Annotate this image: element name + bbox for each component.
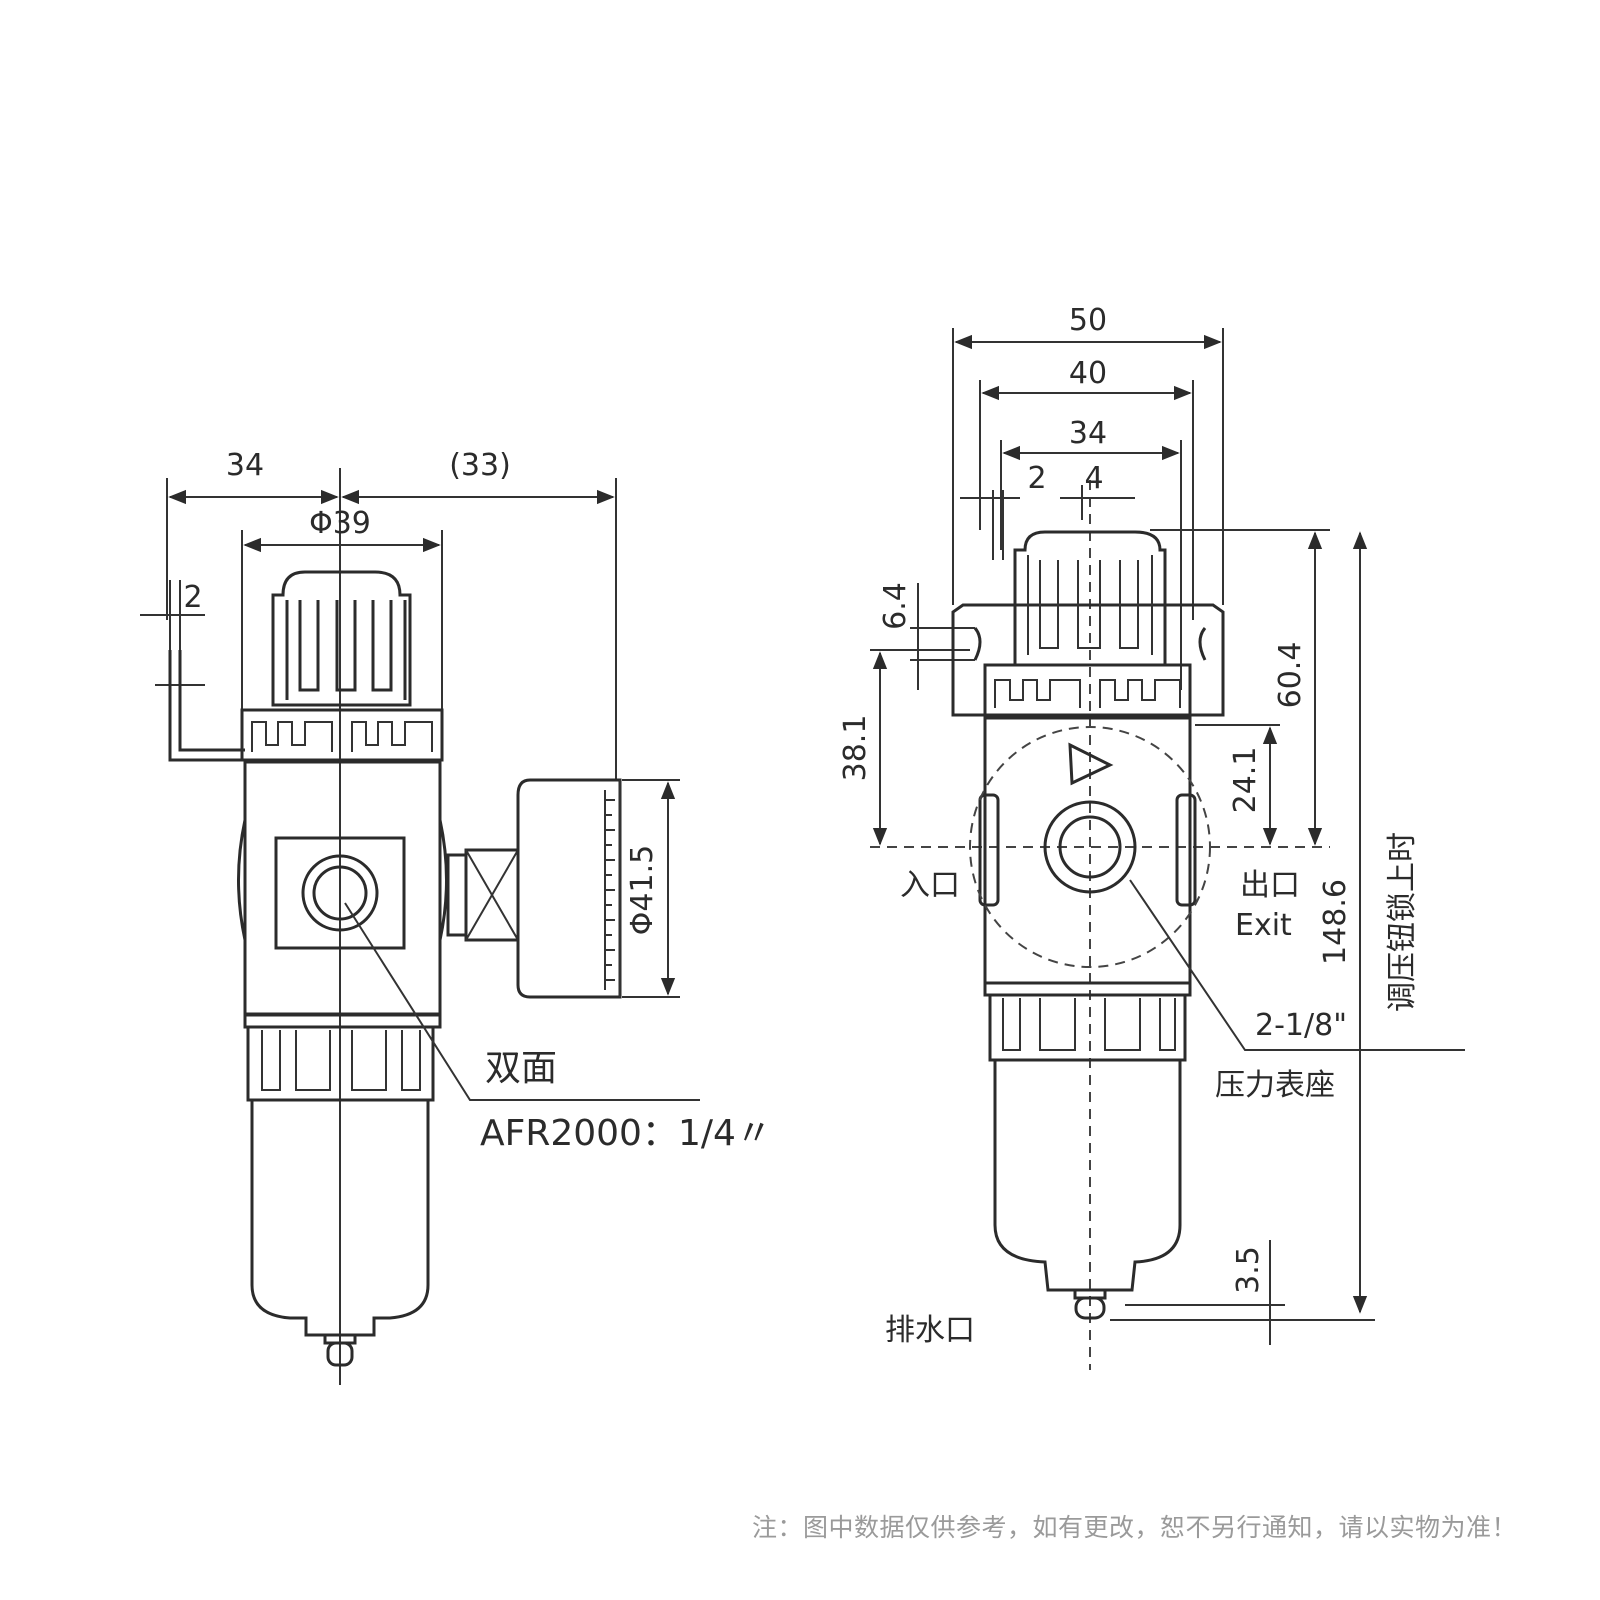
left-dim-34: 34 (166, 448, 339, 620)
right-mounting-plate (951, 603, 1225, 717)
right-label-thread: 2-1/8" (1255, 1008, 1347, 1043)
right-leader (1129, 879, 1465, 1051)
left-dim-33-text: (33) (449, 448, 511, 483)
right-dim-38-1-text: 38.1 (838, 715, 873, 782)
left-label-model: AFR2000：1/4〃 (480, 1113, 772, 1154)
right-dim-3-5: 3.5 (1110, 1240, 1375, 1345)
right-label-gauge-seat: 压力表座 (1215, 1068, 1335, 1103)
right-label-drain: 排水口 (885, 1313, 975, 1348)
right-dim-34: 34 (1000, 416, 1182, 690)
right-collar (983, 663, 1192, 717)
footer-note: 注：图中数据仅供参考，如有更改，恕不另行通知，请以实物为准！ (752, 1513, 1518, 1542)
left-body (237, 760, 448, 1016)
right-dim-6-4: 6.4 (878, 582, 975, 690)
left-view: 34 (33) Φ39 2 (140, 448, 772, 1385)
left-dim-phi39: Φ39 (241, 506, 443, 710)
right-label-knob-locked: 调压钮锁上时 (1385, 832, 1420, 1012)
right-label-exit: Exit (1235, 908, 1292, 943)
right-dim-24-1-text: 24.1 (1228, 747, 1263, 814)
left-bowl (243, 1013, 442, 1367)
right-dim-34-text: 34 (1069, 416, 1107, 451)
left-leader (344, 902, 700, 1101)
left-bracket (168, 650, 245, 762)
left-collar (240, 708, 444, 762)
right-dim-50-text: 50 (1069, 303, 1107, 338)
left-dim-33: (33) (341, 448, 617, 780)
left-dim-phi41-5-text: Φ41.5 (625, 845, 660, 935)
left-knob (271, 570, 412, 707)
right-dim-50: 50 (952, 303, 1224, 605)
right-dim-40-text: 40 (1069, 356, 1107, 391)
right-dim-3-5-text: 3.5 (1231, 1246, 1266, 1294)
left-dim-34-text: 34 (226, 448, 264, 483)
right-label-inlet: 入口 (900, 868, 960, 903)
left-dim-2: 2 (140, 580, 205, 700)
right-bowl (983, 981, 1192, 1320)
left-dim-phi41-5: Φ41.5 (622, 779, 680, 998)
right-dim-40: 40 (979, 356, 1194, 620)
right-dim-148-6-text: 148.6 (1318, 879, 1353, 965)
left-gauge (446, 778, 622, 999)
left-dim-phi39-text: Φ39 (309, 506, 371, 541)
right-dim-6-4-text: 6.4 (878, 582, 913, 630)
left-dim-2-text: 2 (183, 580, 202, 615)
right-dim-60-4: 60.4 (1273, 531, 1323, 846)
right-dim-60-4-text: 60.4 (1273, 642, 1308, 709)
left-label-double-side: 双面 (485, 1048, 557, 1089)
right-dim-38-1: 38.1 (838, 649, 970, 846)
right-dim-2-text: 2 (1027, 461, 1046, 496)
right-view: 50 40 34 2 4 (838, 303, 1465, 1370)
right-dim-2-4: 2 4 (960, 461, 1330, 560)
right-dim-148-6: 148.6 调压钮锁上时 (1318, 531, 1420, 1314)
right-knob (1013, 530, 1167, 667)
right-dim-4-text: 4 (1084, 461, 1103, 496)
right-dim-24-1: 24.1 (1195, 724, 1280, 846)
right-label-outlet: 出口 (1240, 868, 1300, 903)
